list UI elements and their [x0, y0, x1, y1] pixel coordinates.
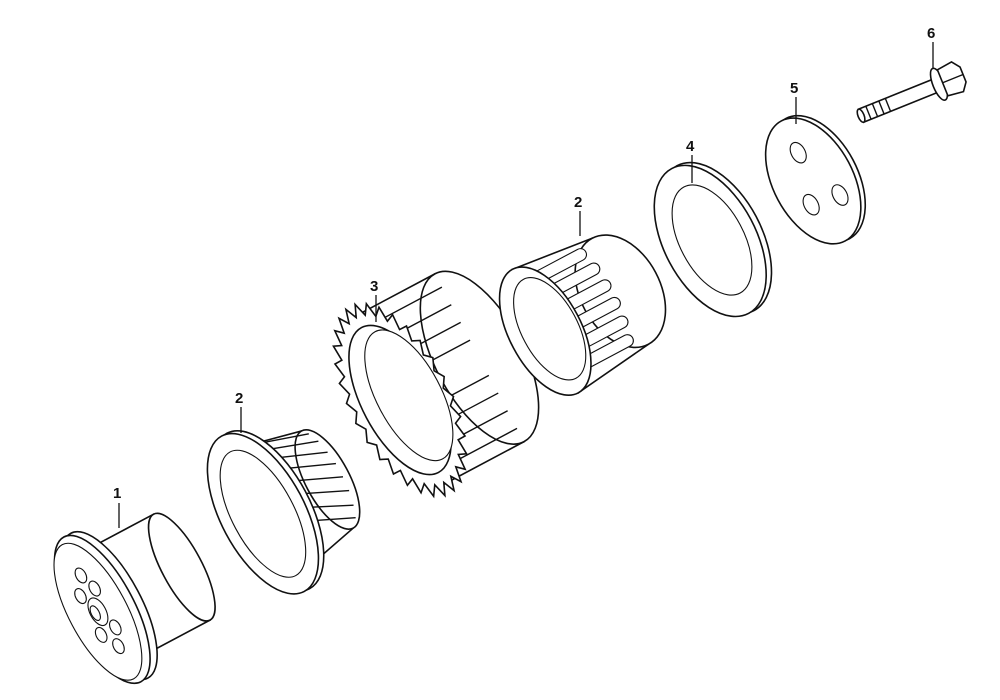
callout-5: 5	[790, 80, 798, 97]
callout-1: 1	[113, 485, 121, 502]
part-5-plate	[764, 114, 867, 245]
callout-3: 3	[370, 278, 378, 295]
callout-6: 6	[927, 25, 935, 42]
part-1-hub	[53, 512, 216, 685]
callout-4: 4	[686, 138, 695, 155]
callout-2a: 2	[235, 390, 243, 407]
part-6-bolt	[856, 61, 967, 124]
part-2-bearing-right	[498, 234, 667, 397]
part-2-bearing-left	[206, 429, 361, 595]
part-4-washer	[653, 161, 773, 318]
callout-2b: 2	[574, 194, 582, 211]
